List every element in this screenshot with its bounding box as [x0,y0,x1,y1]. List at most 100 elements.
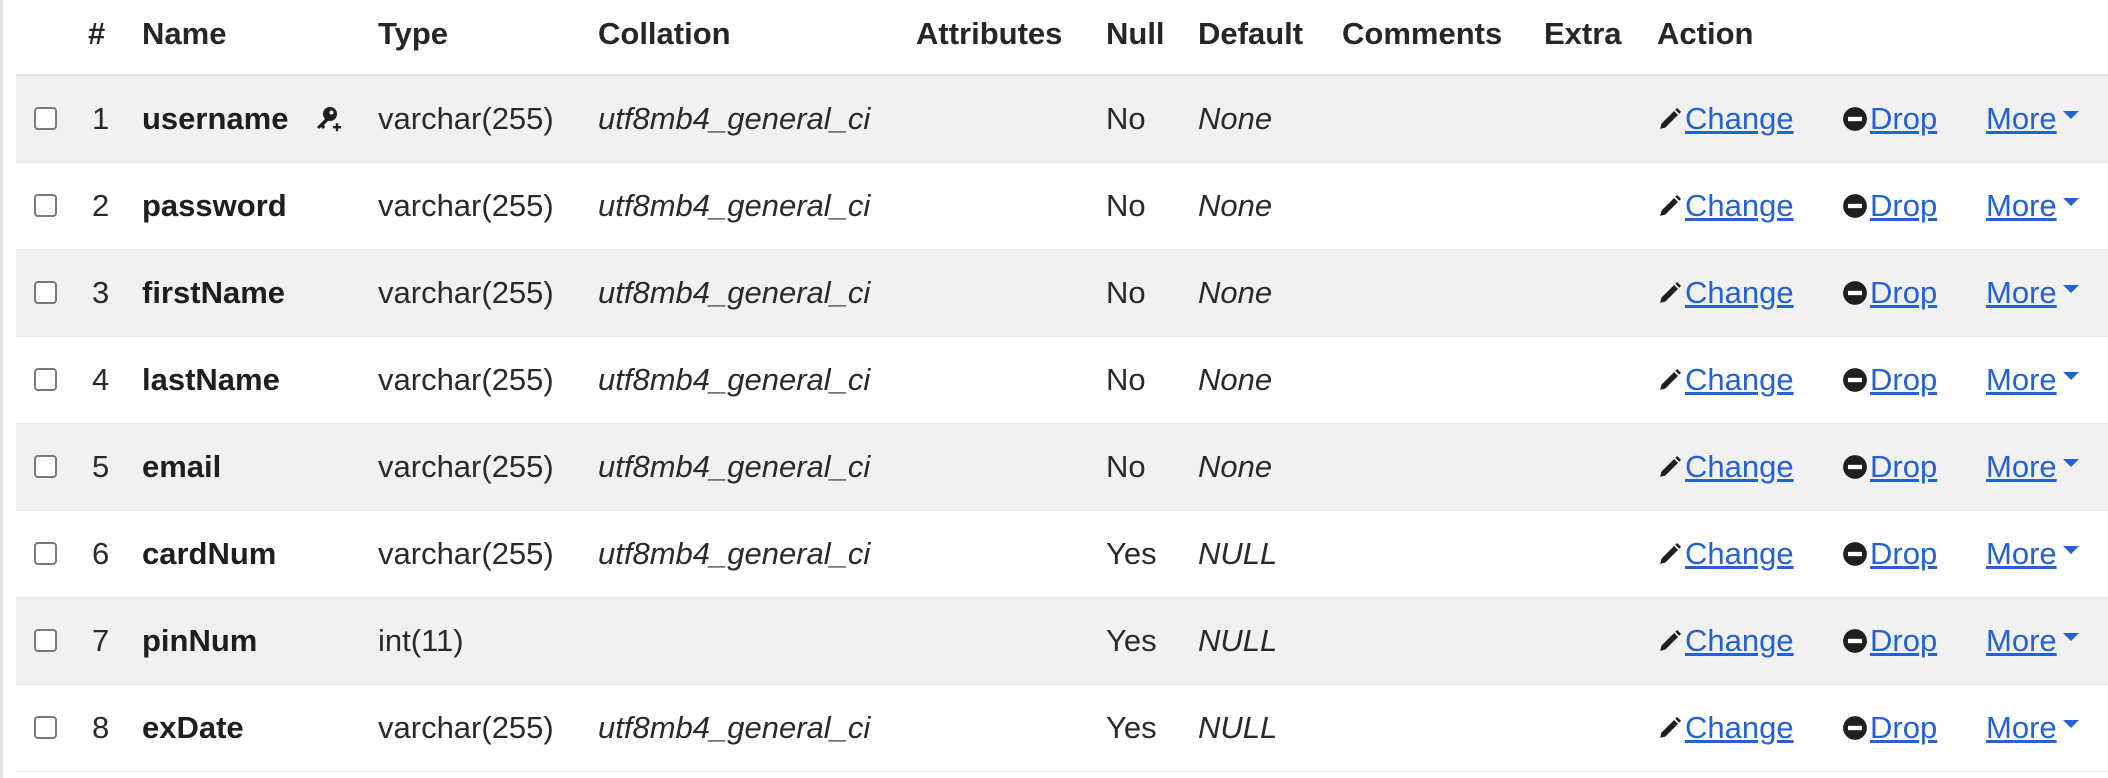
change-action[interactable]: Change [1657,163,1794,249]
change-action[interactable]: Change [1657,337,1794,423]
row-checkbox[interactable] [34,629,57,652]
more-link[interactable]: More [1986,362,2057,397]
col-header-default[interactable]: Default [1198,16,1304,51]
column-name: email [142,449,222,484]
row-checkbox[interactable] [34,542,57,565]
drop-action[interactable]: Drop [1842,424,1937,510]
change-link[interactable]: Change [1685,101,1794,136]
drop-action[interactable]: Drop [1842,163,1937,249]
column-null: Yes [1106,623,1157,658]
more-action[interactable]: More [1986,250,2079,336]
drop-action[interactable]: Drop [1842,685,1937,771]
row-checkbox[interactable] [34,281,57,304]
chevron-down-icon [2062,458,2079,467]
chevron-down-icon [2062,719,2079,728]
column-null: No [1106,101,1146,136]
drop-action[interactable]: Drop [1842,250,1937,336]
col-header-attributes[interactable]: Attributes [916,16,1063,51]
column-collation: utf8mb4_general_ci [598,536,871,571]
more-link[interactable]: More [1986,623,2057,658]
drop-action[interactable]: Drop [1842,598,1937,684]
col-header-number: # [88,16,106,51]
column-name: firstName [142,275,285,310]
more-link[interactable]: More [1986,188,2057,223]
more-action[interactable]: More [1986,685,2079,771]
drop-link[interactable]: Drop [1870,101,1938,136]
pencil-icon [1660,368,1682,390]
col-header-extra[interactable]: Extra [1544,16,1622,51]
drop-link[interactable]: Drop [1870,623,1938,658]
col-header-null[interactable]: Null [1106,16,1165,51]
column-name: pinNum [142,623,258,658]
more-action[interactable]: More [1986,163,2079,249]
column-type: varchar(255) [378,188,554,223]
drop-link[interactable]: Drop [1870,710,1938,745]
change-link[interactable]: Change [1685,362,1794,397]
more-link[interactable]: More [1986,449,2057,484]
change-action[interactable]: Change [1657,76,1794,162]
col-header-collation[interactable]: Collation [598,16,731,51]
change-link[interactable]: Change [1685,188,1794,223]
drop-link[interactable]: Drop [1870,362,1938,397]
more-action[interactable]: More [1986,511,2079,597]
more-link[interactable]: More [1986,536,2057,571]
change-link[interactable]: Change [1685,449,1794,484]
change-action[interactable]: Change [1657,685,1794,771]
column-null: Yes [1106,536,1157,571]
change-action[interactable]: Change [1657,424,1794,510]
chevron-down-icon [2062,284,2079,293]
column-null: Yes [1106,710,1157,745]
col-header-name[interactable]: Name [142,16,227,51]
more-link[interactable]: More [1986,101,2057,136]
col-header-comments[interactable]: Comments [1342,16,1503,51]
col-header-action: Action [1657,16,1754,51]
col-header-type[interactable]: Type [378,16,449,51]
column-null: No [1106,188,1146,223]
pencil-icon [1660,629,1682,651]
row-checkbox[interactable] [34,368,57,391]
column-null: No [1106,362,1146,397]
change-link[interactable]: Change [1685,536,1794,571]
row-checkbox[interactable] [34,455,57,478]
more-link[interactable]: More [1986,710,2057,745]
pencil-icon [1660,107,1682,129]
column-default: None [1198,362,1273,397]
row-number: 3 [92,275,110,310]
drop-action[interactable]: Drop [1842,337,1937,423]
column-default: NULL [1198,623,1278,658]
change-link[interactable]: Change [1685,623,1794,658]
row-checkbox[interactable] [34,716,57,739]
chevron-down-icon [2062,197,2079,206]
pencil-icon [1660,542,1682,564]
drop-action[interactable]: Drop [1842,511,1937,597]
column-default: None [1198,449,1273,484]
change-action[interactable]: Change [1657,250,1794,336]
column-name: username [142,101,289,136]
more-link[interactable]: More [1986,275,2057,310]
more-action[interactable]: More [1986,337,2079,423]
change-link[interactable]: Change [1685,710,1794,745]
change-link[interactable]: Change [1685,275,1794,310]
row-checkbox[interactable] [34,194,57,217]
drop-link[interactable]: Drop [1870,449,1938,484]
more-action[interactable]: More [1986,76,2079,162]
row-number: 5 [92,449,110,484]
drop-link[interactable]: Drop [1870,188,1938,223]
drop-link[interactable]: Drop [1870,536,1938,571]
change-action[interactable]: Change [1657,598,1794,684]
drop-icon [1843,454,1867,479]
more-action[interactable]: More [1986,424,2079,510]
more-action[interactable]: More [1986,598,2079,684]
change-action[interactable]: Change [1657,511,1794,597]
column-default: None [1198,101,1273,136]
column-name: cardNum [142,536,277,571]
row-checkbox[interactable] [34,107,57,130]
drop-action[interactable]: Drop [1842,76,1937,162]
drop-link[interactable]: Drop [1870,275,1938,310]
column-collation: utf8mb4_general_ci [598,101,871,136]
column-null: No [1106,449,1146,484]
